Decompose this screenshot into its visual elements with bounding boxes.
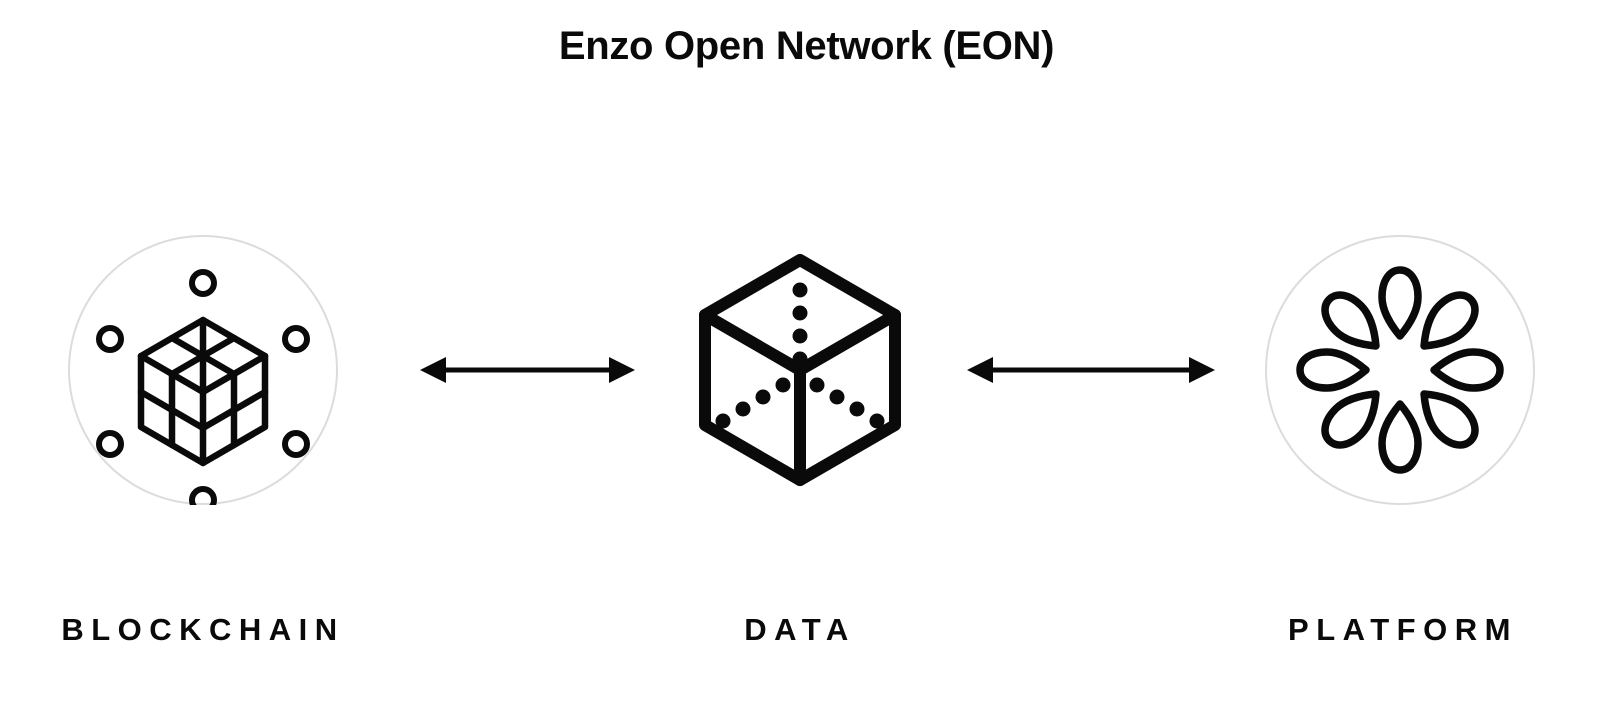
node-platform[interactable] <box>1265 235 1535 505</box>
dotted-cube-icon <box>699 254 901 486</box>
node-ring-blockchain <box>68 235 338 505</box>
node-label-blockchain: BLOCKCHAIN <box>61 612 345 647</box>
connector-blockchain-data <box>420 357 635 383</box>
node-data[interactable] <box>665 235 935 505</box>
connector-data-platform <box>967 357 1215 383</box>
eight-petal-flower-icon <box>1296 266 1504 474</box>
page-title: Enzo Open Network (EON) <box>558 24 1055 68</box>
isometric-cube-network-icon <box>96 269 310 505</box>
node-label-platform: PLATFORM <box>1288 612 1518 647</box>
node-blockchain[interactable] <box>68 235 338 505</box>
node-ring-platform <box>1265 235 1535 505</box>
node-label-data: DATA <box>744 612 856 647</box>
